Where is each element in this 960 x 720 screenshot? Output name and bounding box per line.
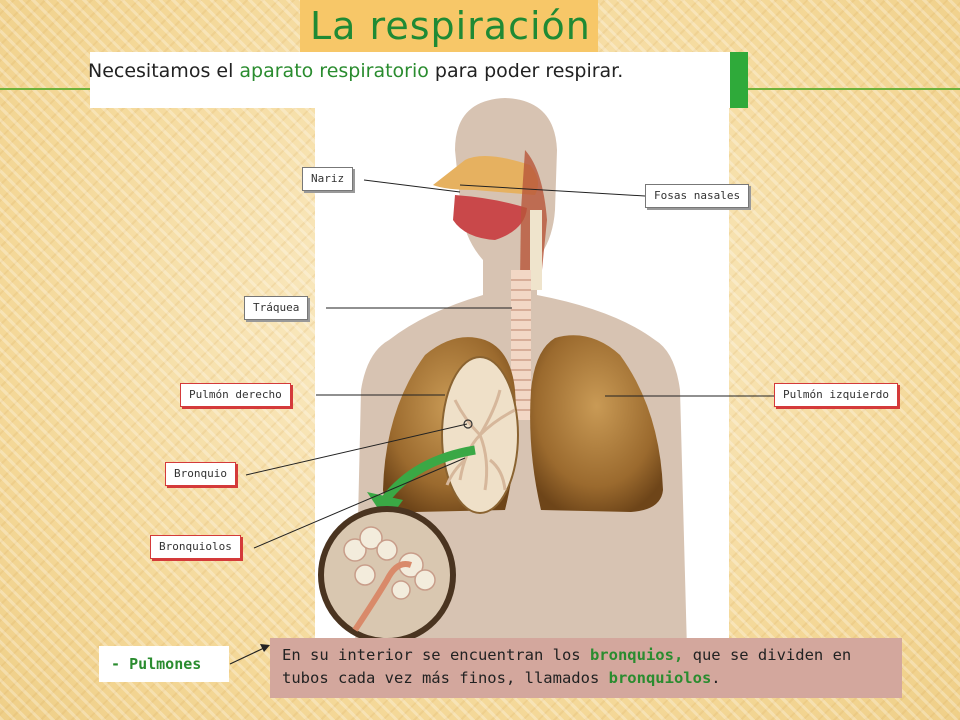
label-pulmon-izquierdo: Pulmón izquierdo [774, 383, 898, 407]
left-lung [530, 335, 663, 512]
description-part3: . [711, 669, 721, 687]
page-title: La respiración [310, 4, 591, 48]
subtitle-before: Necesitamos el [88, 60, 240, 82]
pulmones-dash: - [111, 655, 130, 673]
body-svg [318, 98, 687, 650]
mouth-cavity [453, 195, 527, 240]
pulmones-heading: - Pulmones [99, 646, 229, 682]
pulmones-description: En su interior se encuentran los bronqui… [270, 638, 902, 698]
divider-right [748, 88, 960, 90]
label-bronquiolos: Bronquiolos [150, 535, 241, 559]
label-fosas-nasales: Fosas nasales [645, 184, 750, 208]
respiratory-system-illustration [315, 90, 729, 650]
subtitle: Necesitamos el aparato respiratorio para… [88, 60, 623, 82]
label-bronquio: Bronquio [165, 462, 236, 486]
description-bronquiolos: bronquiolos [608, 669, 712, 687]
subtitle-accent-bar [730, 52, 748, 108]
description-part1: En su interior se encuentran los [282, 646, 590, 664]
spine [530, 210, 542, 290]
description-part2: que se dividen en tubos cada vez más fin… [282, 646, 852, 687]
label-pulmon-derecho: Pulmón derecho [180, 383, 291, 407]
subtitle-highlight: aparato respiratorio [239, 60, 429, 82]
pulmones-label: Pulmones [129, 655, 202, 673]
subtitle-after: para poder respirar. [428, 60, 624, 82]
trachea [511, 270, 531, 420]
label-nariz: Nariz [302, 167, 354, 191]
title-background [300, 0, 598, 54]
bronchiole-branch [352, 561, 413, 632]
description-bronquios: bronquios, [589, 646, 684, 664]
label-traquea: Tráquea [244, 296, 309, 320]
divider-left [0, 88, 92, 90]
